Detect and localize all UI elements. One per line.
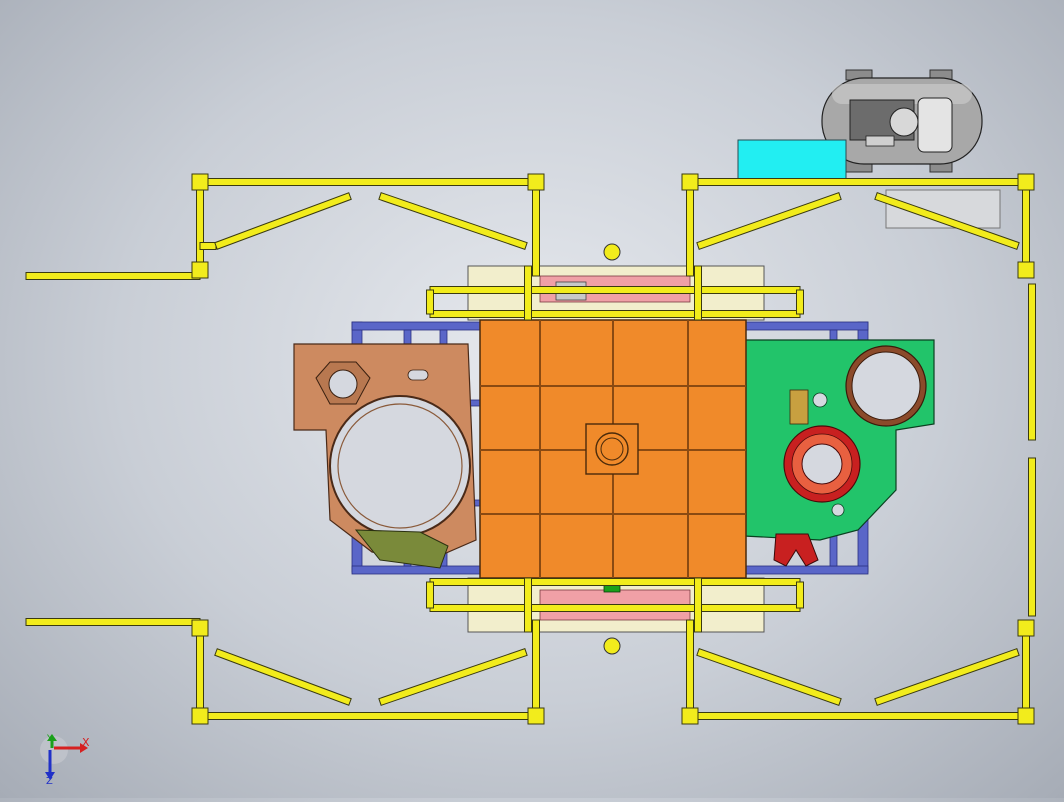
green-plate-ring-inner — [851, 351, 921, 421]
green-small-hole — [812, 392, 828, 408]
control-cabinet[interactable] — [737, 139, 847, 181]
machine-post-top-right — [694, 265, 702, 321]
machine-frame-bl — [426, 581, 434, 609]
compressor-flywheel — [889, 107, 919, 137]
fence-arm-lower-left — [25, 618, 201, 626]
fence-gate-right-upper — [1028, 283, 1036, 441]
triad-origin — [40, 736, 68, 764]
machine-post-bottom-right — [694, 577, 702, 633]
coordinate-triad: X Y Z — [40, 734, 90, 787]
fence-post-tl-inner — [532, 181, 540, 277]
fence-brace-tl-2 — [378, 192, 528, 250]
copper-hex-hole — [328, 369, 358, 399]
fence-foot-tr — [1017, 261, 1035, 279]
fence-gate-right-lower — [1028, 457, 1036, 617]
red-bearing-bore — [801, 443, 843, 485]
olive-clamp-arm — [354, 529, 449, 569]
fence-rail-top-right — [689, 178, 1027, 186]
machine-frame-tl — [426, 289, 434, 315]
machine-frame-top-outer — [429, 286, 801, 294]
fence-corner-br-a — [681, 707, 699, 725]
fence-foot-br — [1017, 619, 1035, 637]
fence-corner-tr-b — [1017, 173, 1035, 191]
triad-y-label: Y — [46, 734, 53, 744]
fence-stub-tl — [199, 242, 217, 250]
fence-brace-bl-2 — [378, 648, 528, 706]
machine-frame-bottom-outer — [429, 604, 801, 612]
green-small-hole-2 — [831, 503, 845, 517]
machine-frame-tr — [796, 289, 804, 315]
fence-corner-tr-a — [681, 173, 699, 191]
copper-plate-bore — [329, 395, 471, 537]
fence-corner-tl-a — [191, 173, 209, 191]
fence-foot-tl — [191, 261, 209, 279]
machine-frame-br — [796, 581, 804, 609]
triad-z-arrow — [45, 772, 55, 780]
central-machine[interactable] — [293, 243, 935, 655]
fence-rail-bottom-right — [689, 712, 1027, 720]
fence-brace-tr-2 — [874, 192, 1020, 250]
air-compressor[interactable] — [821, 69, 983, 173]
green-bracket — [789, 389, 809, 425]
fence-post-br-inner — [686, 619, 694, 717]
fence-brace-tl-1 — [214, 192, 352, 250]
platform-center-bore — [595, 432, 629, 466]
fence-post-tr-inner — [686, 181, 694, 277]
machine-post-bottom-left — [524, 577, 532, 633]
fence-brace-tr-1 — [696, 192, 842, 250]
machine-frame-bottom-inner — [429, 578, 801, 586]
fence-foot-bl — [191, 619, 209, 637]
red-gripper — [773, 533, 819, 567]
copper-plate-bore-ring — [337, 403, 463, 529]
fence-arm-upper-left — [25, 272, 201, 280]
compressor-pump-head — [917, 97, 953, 153]
fence-rail-top-left — [199, 178, 537, 186]
platform-top-knob — [603, 243, 621, 261]
compressor-base-plate — [865, 135, 895, 147]
fence-corner-bl-a — [191, 707, 209, 725]
platform-bottom-knob — [603, 637, 621, 655]
copper-slot — [407, 369, 429, 381]
fence-corner-tl-b — [527, 173, 545, 191]
safety-fence[interactable] — [25, 173, 1036, 725]
triad-x-label: X — [82, 736, 90, 749]
machine-frame-top-inner — [429, 310, 801, 318]
fence-brace-bl-1 — [214, 648, 352, 706]
fence-rail-bottom-left — [199, 712, 537, 720]
platform-center-mount — [585, 423, 639, 475]
triad-x-arrow — [80, 743, 88, 753]
triad-y-arrow — [47, 734, 57, 741]
machine-guard-panel — [885, 189, 1001, 229]
platform-center-bore-inner — [600, 437, 624, 461]
fence-brace-br-1 — [696, 648, 842, 706]
fence-brace-br-2 — [874, 648, 1020, 706]
machine-post-top-left — [524, 265, 532, 321]
fence-post-bl-inner — [532, 619, 540, 717]
fence-corner-br-b — [1017, 707, 1035, 725]
fence-corner-bl-b — [527, 707, 545, 725]
triad-z-label: Z — [46, 776, 53, 787]
